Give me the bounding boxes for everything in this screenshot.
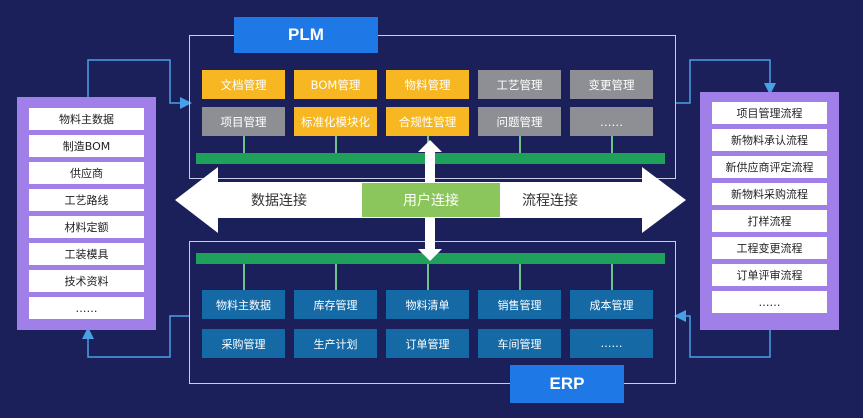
plm-module: BOM管理 [294, 70, 377, 99]
process-list-item: 订单评审流程 [712, 264, 827, 286]
plm-bar-connector [242, 136, 245, 153]
master-data-list-item: 供应商 [29, 162, 144, 184]
erp-bar-connector [426, 264, 429, 290]
plm-module: 项目管理 [202, 107, 285, 136]
erp-module: 物料清单 [386, 290, 469, 319]
plm-bar-connector [334, 136, 337, 153]
master-data-list-item: 工装模具 [29, 243, 144, 265]
erp-module: 采购管理 [202, 329, 285, 358]
plm-module: 工艺管理 [478, 70, 561, 99]
erp-module: 销售管理 [478, 290, 561, 319]
erp-title: ERP [510, 365, 624, 403]
plm-bar-connector [518, 136, 521, 153]
process-list-item: 新供应商评定流程 [712, 156, 827, 178]
plm-title: PLM [234, 17, 378, 53]
plm-module: 标准化模块化 [294, 107, 377, 136]
erp-module: 车间管理 [478, 329, 561, 358]
process-list-item: 工程变更流程 [712, 237, 827, 259]
erp-module: 成本管理 [570, 290, 653, 319]
right-to-erp-connector [674, 310, 771, 358]
master-data-list-item: 制造BOM [29, 135, 144, 157]
user-connection-label: 用户连接 [362, 183, 500, 217]
plm-to-right-connector [676, 59, 776, 104]
process-connection-label: 流程连接 [522, 193, 578, 209]
erp-bar-connector [518, 264, 521, 290]
plm-bar-connector [610, 136, 613, 153]
plm-module: 文档管理 [202, 70, 285, 99]
left-to-plm-connector [87, 59, 192, 109]
master-data-list-item: …… [29, 297, 144, 319]
process-list-item: 新物料采购流程 [712, 183, 827, 205]
erp-to-left-connector [82, 315, 189, 358]
process-list-item: 项目管理流程 [712, 102, 827, 124]
process-list-item: 新物料承认流程 [712, 129, 827, 151]
plm-module: 合规性管理 [386, 107, 469, 136]
data-connection-label: 数据连接 [251, 193, 307, 209]
process-list-item: …… [712, 291, 827, 313]
erp-bar-connector [610, 264, 613, 290]
process-list-item: 打样流程 [712, 210, 827, 232]
master-data-list-item: 物料主数据 [29, 108, 144, 130]
master-data-list-item: 技术资料 [29, 270, 144, 292]
erp-module: 库存管理 [294, 290, 377, 319]
erp-module: 生产计划 [294, 329, 377, 358]
erp-bar-connector [334, 264, 337, 290]
master-data-list-item: 材料定额 [29, 216, 144, 238]
plm-module: 变更管理 [570, 70, 653, 99]
master-data-list-item: 工艺路线 [29, 189, 144, 211]
erp-module: 订单管理 [386, 329, 469, 358]
erp-bar-connector [242, 264, 245, 290]
plm-module: 问题管理 [478, 107, 561, 136]
plm-module: …… [570, 107, 653, 136]
plm-module: 物料管理 [386, 70, 469, 99]
erp-module: 物料主数据 [202, 290, 285, 319]
erp-module: …… [570, 329, 653, 358]
